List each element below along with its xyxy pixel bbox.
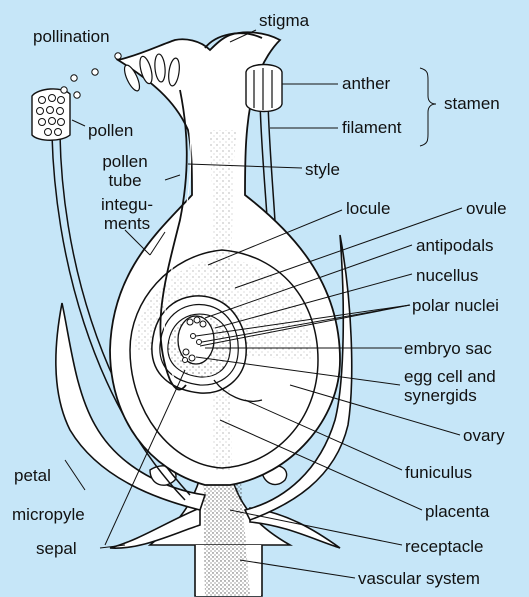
label-vascular-system: vascular system bbox=[358, 569, 480, 588]
label-funiculus: funiculus bbox=[405, 463, 472, 482]
label-placenta: placenta bbox=[425, 502, 489, 521]
label-petal: petal bbox=[14, 466, 51, 485]
label-pollen-tube-line2: tube bbox=[90, 171, 160, 190]
label-stamen: stamen bbox=[444, 94, 500, 113]
label-ovary: ovary bbox=[463, 426, 505, 445]
label-polar-nuclei: polar nuclei bbox=[412, 296, 499, 315]
label-ovule: ovule bbox=[466, 199, 507, 218]
label-anther: anther bbox=[342, 74, 390, 93]
label-embryo-sac: embryo sac bbox=[404, 339, 492, 358]
right-anther bbox=[246, 65, 282, 112]
label-antipodals: antipodals bbox=[416, 236, 494, 255]
label-integuments: integu- ments bbox=[92, 195, 162, 233]
label-pollen: pollen bbox=[88, 121, 133, 140]
label-filament: filament bbox=[342, 118, 402, 137]
label-pollen-tube-line1: pollen bbox=[90, 152, 160, 171]
label-pollen-tube: pollen tube bbox=[90, 152, 160, 190]
left-anther bbox=[32, 89, 70, 140]
label-egg-cell-line2: synergids bbox=[404, 386, 496, 405]
label-micropyle: micropyle bbox=[12, 505, 85, 524]
label-nucellus: nucellus bbox=[416, 266, 478, 285]
label-stigma: stigma bbox=[259, 11, 309, 30]
label-pollination: pollination bbox=[33, 27, 110, 46]
label-style: style bbox=[305, 160, 340, 179]
label-egg-cell-synergids: egg cell and synergids bbox=[404, 367, 496, 405]
label-integuments-line2: ments bbox=[92, 214, 162, 233]
label-egg-cell-line1: egg cell and bbox=[404, 367, 496, 386]
pollen-dots bbox=[61, 53, 121, 98]
label-sepal: sepal bbox=[36, 539, 77, 558]
label-receptacle: receptacle bbox=[405, 537, 483, 556]
label-locule: locule bbox=[346, 199, 390, 218]
label-integuments-line1: integu- bbox=[92, 195, 162, 214]
